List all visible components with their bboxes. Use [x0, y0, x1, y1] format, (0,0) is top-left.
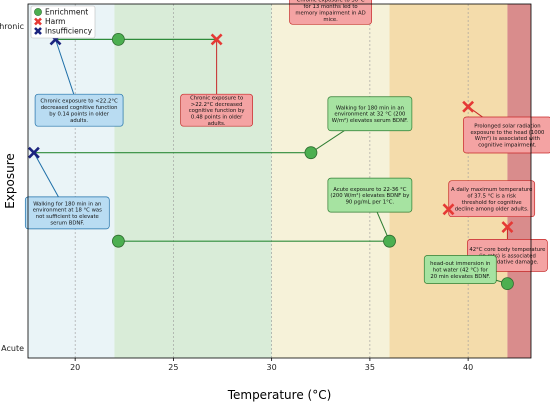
legend-label: Insufficiency [45, 27, 93, 36]
marker-stroke [210, 33, 223, 46]
enrichment-point [304, 146, 318, 160]
insufficiency-point [27, 146, 40, 159]
marker-stroke [27, 146, 40, 159]
x-axis-title: Temperature (°C) [227, 388, 332, 402]
legend-marker-insufficiency [34, 27, 42, 35]
y-tick-label: Chronic [0, 22, 24, 31]
harm-point [462, 100, 475, 113]
x-tick-label: 20 [70, 363, 80, 372]
x-tick-label: 25 [168, 363, 178, 372]
marker-stroke [34, 27, 42, 35]
annotation-bg [327, 96, 413, 132]
enrichment-point [111, 234, 125, 248]
enrichment-point [501, 277, 514, 291]
marker-stroke [442, 203, 455, 216]
enrichment-point [383, 234, 396, 248]
annotation-bg [423, 255, 497, 284]
annotation-box: Acute exposure to 22-36 °C(200 W/m²) ele… [327, 177, 413, 213]
x-tick-label: 35 [365, 363, 375, 372]
annotation-bg [463, 116, 550, 154]
annotation-bg [24, 196, 110, 230]
y-axis-title: Exposure [3, 153, 17, 209]
x-tick-label: 30 [267, 363, 277, 372]
x-tick-label: 40 [463, 363, 473, 372]
annotation-text: 42°C core body temperature(in rats) is a… [469, 247, 545, 266]
axis-ticks: 20 25 30 35 40 ChronicAcute [0, 22, 473, 372]
annotation-bg [289, 0, 372, 25]
annotation-bg [34, 93, 124, 127]
marker-stroke [501, 221, 514, 233]
data-points [27, 33, 514, 291]
marker-stroke [462, 100, 475, 113]
legend-frame [30, 5, 96, 39]
legend-label: Enrichment [45, 8, 88, 17]
exposure-ranges [33, 38, 390, 242]
harm-point [442, 203, 455, 216]
plot-frame [27, 3, 532, 359]
harm-point [210, 33, 223, 46]
annotation-text: Acute exposure to 22-36 °C(200 W/m²) ele… [330, 187, 409, 206]
annotation-bg [180, 93, 253, 127]
annotation-bg [448, 180, 536, 218]
zone-band [114, 4, 272, 358]
legend-marker-enrichment [34, 8, 42, 16]
legend-marker-harm [34, 17, 42, 26]
enrichment-point [111, 33, 125, 46]
zone-band [28, 4, 115, 358]
marker-stroke [34, 17, 42, 26]
y-tick-label: Acute [1, 344, 24, 353]
annotation-bg [327, 177, 413, 213]
legend-label: Harm [45, 17, 66, 26]
harm-point [501, 221, 514, 233]
